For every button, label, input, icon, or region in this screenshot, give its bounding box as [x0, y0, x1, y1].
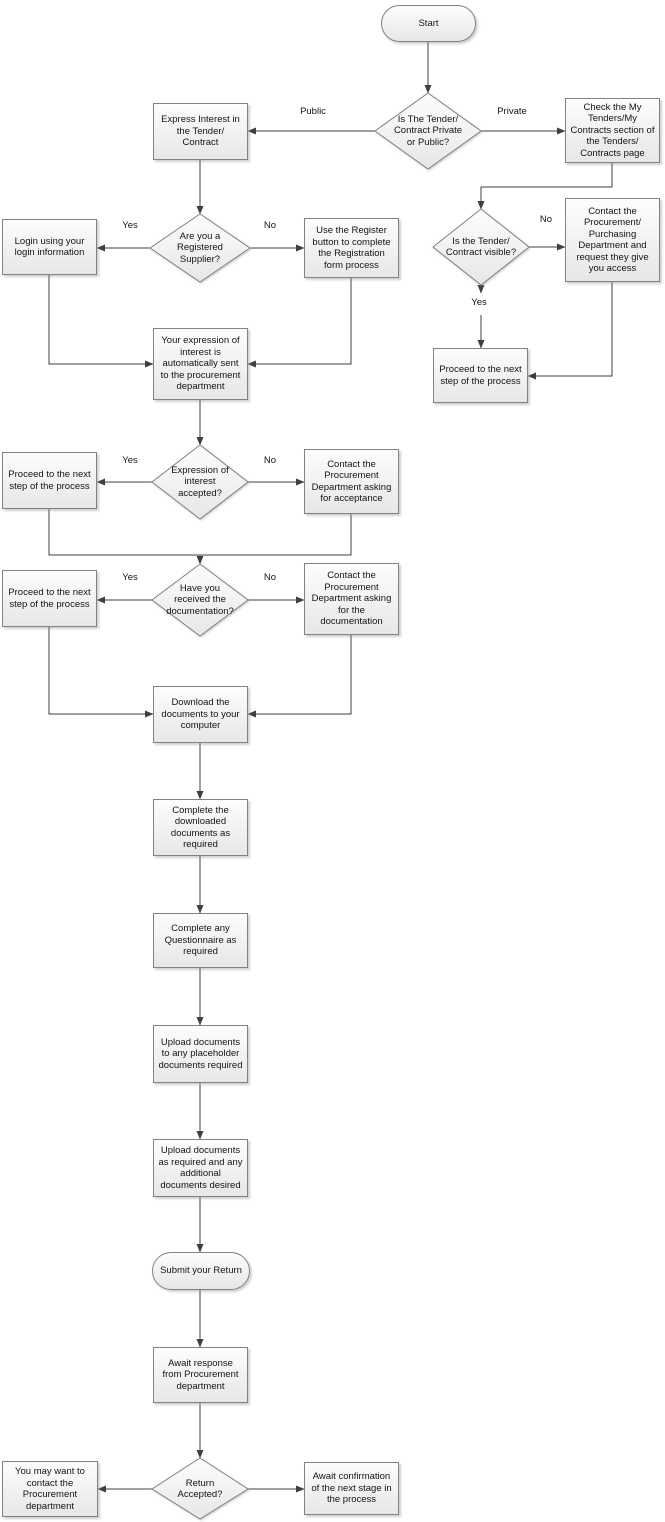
node-submit-return: Submit your Return: [152, 1252, 250, 1290]
decision-tender-visible-shape: [432, 208, 530, 286]
edge-label-received-no: No: [263, 572, 277, 583]
decision-private-or-public-shape: [374, 92, 482, 170]
connector-check-to-visible: [477, 163, 613, 210]
decision-received-documentation: Have you received the documentation?: [166, 582, 234, 617]
decision-expression-accepted-shape: [151, 444, 249, 520]
edge-label-visible-no: No: [539, 214, 553, 225]
connector-register-to-expression: [247, 278, 352, 368]
decision-private-or-public: Is The Tender/ Contract Private or Publi…: [393, 113, 463, 148]
connector-login-to-expression: [48, 275, 154, 368]
node-contact-acceptance: Contact the Procurement Department askin…: [304, 449, 399, 514]
decision-received-documentation-shape: [151, 563, 249, 637]
decision-tender-visible: Is the Tender/ Contract visible?: [445, 235, 517, 259]
node-start: Start: [381, 5, 476, 42]
node-express-interest: Express Interest in the Tender/ Contract: [153, 103, 248, 160]
edge-label-registered-no: No: [263, 220, 277, 231]
node-upload-placeholder: Upload documents to any placeholder docu…: [153, 1025, 248, 1083]
node-contact-documentation: Contact the Procurement Department askin…: [304, 563, 399, 635]
node-use-register: Use the Register button to complete the …: [304, 218, 399, 278]
node-expression-sent: Your expression of interest is automatic…: [153, 328, 248, 400]
connector-proceed2-to-download: [48, 627, 154, 718]
node-await-confirmation: Await confirmation of the next stage in …: [304, 1462, 399, 1515]
node-upload-additional: Upload documents as required and any add…: [153, 1139, 248, 1197]
connector-acceptance-merge: [200, 514, 352, 556]
edge-label-visible-yes: Yes: [471, 297, 487, 308]
decision-registered-supplier-shape: [149, 213, 251, 283]
edge-label-received-yes: Yes: [122, 572, 138, 583]
node-complete-questionnaire: Complete any Questionnaire as required: [153, 913, 248, 968]
node-await-response: Await response from Procurement departme…: [153, 1347, 248, 1403]
node-proceed-after-access: Proceed to the next step of the process: [433, 348, 528, 403]
edge-label-accepted-no: No: [263, 455, 277, 466]
decision-expression-accepted: Expression of interest accepted?: [171, 464, 229, 499]
edge-label-private: Private: [497, 106, 527, 117]
decision-registered-supplier: Are you a Registered Supplier?: [177, 230, 223, 265]
node-contact-access: Contact the Procurement/ Purchasing Depa…: [565, 198, 660, 282]
decision-return-accepted-shape: [151, 1457, 249, 1520]
node-check-my-tenders: Check the My Tenders/My Contracts sectio…: [565, 98, 660, 163]
node-contact-procurement: You may want to contact the Procurement …: [2, 1461, 98, 1517]
decision-return-accepted: Return Accepted?: [177, 1477, 223, 1501]
node-complete-downloaded: Complete the downloaded documents as req…: [153, 799, 248, 856]
edge-label-public: Public: [300, 106, 326, 117]
node-download-documents: Download the documents to your computer: [153, 686, 248, 743]
edge-label-registered-yes: Yes: [122, 220, 138, 231]
connector-access-to-proceed: [527, 282, 613, 380]
node-proceed-after-expression: Proceed to the next step of the process: [2, 452, 97, 509]
connector-contactdoc-to-download: [247, 635, 352, 718]
node-proceed-after-documentation: Proceed to the next step of the process: [2, 570, 97, 627]
node-login: Login using your login information: [2, 219, 97, 275]
connector-proceed1-merge: [48, 509, 200, 556]
edge-label-accepted-yes: Yes: [122, 455, 138, 466]
